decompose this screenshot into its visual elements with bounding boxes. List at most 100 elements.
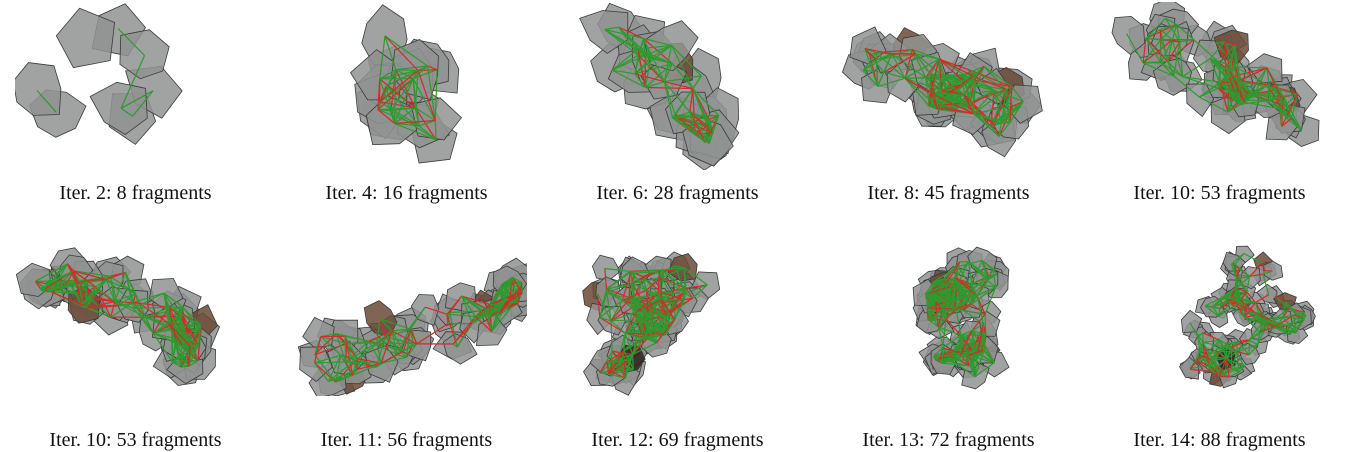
pair-edge [655,319,676,344]
pair-edge [1145,17,1167,39]
pair-edge [993,86,1013,125]
pair-edge [941,75,974,91]
pair-edge [1229,70,1246,103]
pair-edge [1212,306,1220,317]
pair-edge [883,53,917,73]
pair-edge [377,107,416,111]
pair-edge [634,73,665,83]
pair-edge [189,324,202,347]
pair-edge [1274,295,1286,303]
pair-edge [954,295,978,310]
pair-edge [355,358,359,370]
pair-edge [904,77,938,107]
pair-edge [385,336,398,356]
pair-edge [951,299,955,309]
fragment [89,81,148,135]
pair-edge [384,35,428,67]
pair-edge [938,58,977,73]
pair-edge [1230,81,1246,103]
pair-edge [1200,355,1211,367]
panel-caption: Iter. 14: 88 fragments [1133,429,1306,451]
pair-edge [647,312,665,332]
pair-edge [1142,38,1147,63]
pair-edge [606,362,610,375]
pair-edge [36,90,57,113]
pair-edge [379,78,416,109]
pair-edge [376,319,381,343]
pair-edge [1011,86,1024,102]
fragment-assembly-4 [841,26,1043,158]
fragment [55,7,116,69]
pair-edge [1231,339,1250,348]
pair-edge [391,330,398,355]
pair-edge [109,276,116,302]
pair-edge [1209,58,1232,83]
pair-edge [163,292,181,317]
pair-edge [1199,81,1231,98]
pair-edge [414,107,436,122]
pair-edge [931,285,958,303]
pair-edge [188,360,199,367]
panel-caption: Iter. 2: 8 fragments [59,182,212,204]
pair-edge [1271,316,1284,322]
pair-edge [661,267,685,279]
pair-edge [1219,70,1231,83]
pair-edge [45,288,82,295]
pair-edge [1199,96,1229,113]
pair-edge [623,333,626,352]
pair-edge [671,44,702,77]
pair-edge [960,330,973,336]
pair-edge [124,272,137,295]
pair-edge [1195,359,1213,373]
pair-edge [944,266,959,285]
fragment [1256,283,1278,305]
pair-edge [645,290,649,313]
pair-edge [391,330,404,352]
pair-edge [344,336,347,362]
pair-edge [152,315,181,334]
pair-edge [928,74,932,100]
pair-edge [936,107,974,115]
pair-edge [385,85,396,124]
pair-edge [891,53,906,79]
pair-edge [977,334,987,353]
pair-edge [1212,371,1230,378]
panel-6: Iter. 10: 53 fragments [0,226,271,452]
fragment-assembly-8 [582,251,721,396]
pair-edge [623,330,643,352]
pair-edge [1171,39,1184,77]
pair-edge [81,304,119,307]
pair-edge [925,73,931,79]
pair-edge [120,90,154,109]
pair-edge [624,311,638,334]
pair-edge [171,343,178,362]
pair-edge [120,107,133,117]
pair-edge [105,279,116,302]
pair-edge [624,312,649,334]
pair-edge [355,340,370,370]
pair-edge [95,286,112,318]
pair-edge [864,48,877,61]
pair-edge [604,268,608,290]
pair-edge [1282,301,1286,318]
pair-edge [379,69,419,80]
pair-edge [933,266,959,283]
fragment [579,10,629,54]
pair-edge [608,359,630,375]
pair-edge [1202,341,1224,348]
pair-edge [1219,339,1232,348]
pair-edge [376,342,382,364]
pair-edge [974,353,978,377]
pair-edge [1248,331,1261,341]
pair-edge [971,260,983,285]
pair-edge [624,333,634,355]
pair-edge [1190,368,1213,373]
pair-edge [1160,23,1177,31]
pair-edge [637,48,673,65]
pair-edge [956,285,978,297]
pair-edge [606,292,612,321]
pair-edge [1246,291,1256,303]
pair-edge [72,270,83,306]
pair-edge [427,65,436,121]
pair-edge [665,311,670,317]
